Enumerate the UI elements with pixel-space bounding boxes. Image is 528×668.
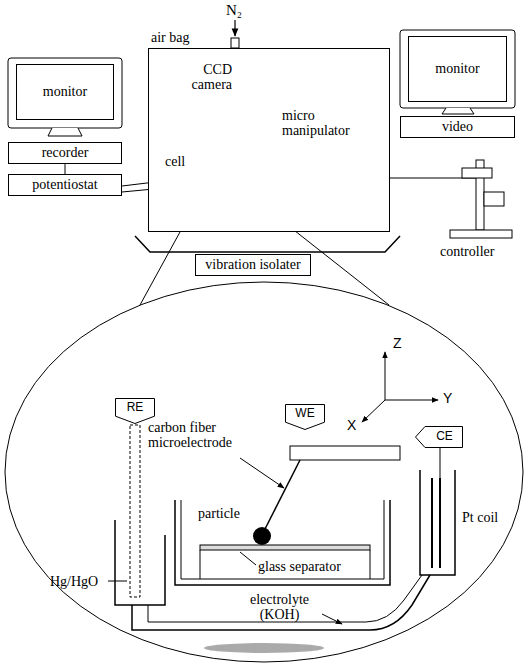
tag-shape [116,399,155,424]
node-text: CE [436,430,453,444]
gas-arrow [234,20,235,36]
tag-shape [286,405,325,430]
node-text: RE [127,401,144,415]
monitor-case [8,58,122,128]
part-label: electrolyte (KOH) [250,592,309,623]
z-axis [385,352,386,400]
monitor-screen: monitor [16,64,114,120]
detail-ellipse [5,282,523,662]
leader-line [108,581,127,582]
node-text: potentiostat [32,177,97,193]
monitor-case [400,30,515,108]
node-text: video [442,119,473,135]
axis-label: X [347,418,356,433]
isolator-tray [135,236,400,252]
connector [65,164,66,174]
cell-vessel-inner [181,500,384,579]
part-label: controller [440,244,494,259]
y-axis [385,400,438,401]
x-axis [362,400,385,422]
part-label: Hg/HgO [50,574,98,589]
carbon-fiber [264,460,300,531]
part-label: CCD camera [192,62,232,93]
node-text: monitor [435,61,479,77]
tag-shape [416,427,463,448]
pt-coil [439,478,441,568]
reference-electrode [130,425,140,597]
electrolyte-tube [132,575,430,630]
part-label: cell [165,154,185,169]
controller-block [484,192,504,206]
monitor-screen: monitor [408,36,507,102]
enclosure-heading: air bag [151,30,189,46]
node-text: recorder [42,145,89,161]
recorder-box: recorder [8,142,122,164]
glass-separator [200,545,370,550]
potentiostat-box: potentiostat [8,174,122,196]
separator-support [370,550,371,579]
cell-vessel [175,500,390,585]
electrode-tag: CE [415,426,463,448]
leader-line [322,614,342,624]
monitor-stand [442,108,474,114]
part-label: particle [198,506,240,521]
part-label: glass separator [258,559,341,574]
pt-coil [431,478,433,568]
counter-compartment [420,470,455,575]
air-bag-enclosure: air bag [148,48,390,232]
part-label: carbon fiber microelectrode [148,420,260,451]
node-text: monitor [43,84,87,100]
part-label: Pt coil [462,510,498,525]
stirrer-base [204,643,324,653]
controller-knob [462,168,492,178]
leader-line [240,552,256,565]
node-text: WE [295,407,314,421]
isolator-box: vibration isolater [195,254,311,276]
video-box: video [400,116,515,138]
gas-inlet-pipe [231,38,239,48]
separator-support [200,550,201,579]
controller-base [450,230,512,238]
gas-label: N₂ [226,2,242,19]
electrode-tag: WE [285,404,325,430]
electrolyte-tube-inner [148,575,422,622]
particle [253,527,271,545]
node-text: vibration isolater [205,257,300,273]
electrode-holder [290,446,400,460]
leader-line [240,458,284,488]
axis-label: Z [393,336,402,351]
axis-label: Y [443,391,452,406]
monitor-stand [48,128,82,136]
part-label: micro manipulator [282,108,350,139]
electrode-lead [440,448,441,478]
